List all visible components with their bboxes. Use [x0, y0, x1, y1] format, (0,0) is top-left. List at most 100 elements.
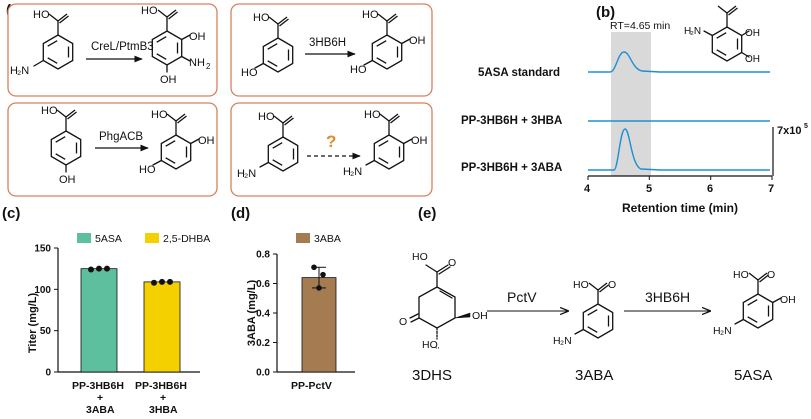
svg-text:HO: HO — [573, 279, 589, 291]
replicate-point-c — [159, 278, 165, 285]
legend-label-3aba: 3ABA — [314, 233, 341, 245]
replicate-point-d — [316, 285, 322, 291]
unknown-enzyme-question: ? — [326, 132, 336, 151]
panel-b-label: (b) — [596, 4, 615, 21]
compound-label-5asa: 5ASA — [734, 367, 772, 384]
svg-text:₂N: ₂N — [720, 325, 732, 337]
legend-label-5asa: 5ASA — [95, 233, 122, 245]
x-axis-label-b: Retention time (min) — [622, 201, 738, 215]
structure-5asa-e: HO O OH H ₂N — [713, 269, 796, 337]
rt-label: RT=4.65 min — [610, 20, 670, 32]
x-tick-7: 7 — [768, 183, 774, 195]
category-label-d: PP-PctV — [291, 380, 332, 392]
svg-text:HO: HO — [241, 67, 258, 79]
structure-3dhs: HO O O OH HO ,, — [399, 251, 488, 351]
svg-text:OH: OH — [745, 28, 760, 39]
y-tick-label-c: 0 — [45, 368, 51, 379]
svg-text:OH: OH — [780, 294, 796, 306]
enzyme-label-3hb6h-e: 3HB6H — [645, 289, 690, 305]
bar-5ASA — [80, 268, 118, 373]
y-tick-label-d: 0.6 — [256, 279, 270, 290]
svg-text:HO: HO — [141, 5, 158, 17]
svg-text:₂N: ₂N — [17, 65, 29, 77]
enzyme-label-pctv: PctV — [507, 289, 537, 305]
replicate-point-c — [151, 279, 157, 286]
y-tick-label-d: 0.8 — [256, 250, 270, 261]
svg-text:O: O — [608, 279, 616, 291]
svg-text:2: 2 — [206, 62, 211, 71]
svg-text:₂N: ₂N — [350, 166, 362, 178]
y-tick-label-d: 0.4 — [256, 309, 270, 320]
svg-text:NH: NH — [189, 57, 205, 69]
structure-4-hydroxybenzoic-acid: HO OH — [41, 105, 82, 186]
y-axis-label-d: 3ABA (mg/L) — [246, 280, 258, 347]
svg-text:HO: HO — [139, 164, 156, 176]
structure-3-aba-query: HO H ₂N — [237, 111, 299, 180]
svg-text:OH: OH — [409, 35, 426, 47]
svg-text:HO: HO — [364, 109, 381, 121]
svg-text:HO: HO — [41, 105, 58, 117]
svg-text:OH: OH — [198, 135, 215, 147]
svg-text:OH: OH — [59, 174, 76, 186]
rt-highlight-band — [611, 32, 651, 176]
svg-text:HO: HO — [362, 9, 379, 21]
compound-label-3dhs: 3DHS — [412, 367, 452, 384]
category-label-c1-line3: 3ABA — [86, 404, 115, 416]
category-label-c2-line3: 3HBA — [149, 404, 178, 416]
structure-5asa-a: HO OH H ₂N — [343, 109, 428, 178]
structure-3-hydroxybenzoic-acid: HO HO — [241, 12, 294, 79]
category-label-c2-line2: + — [160, 392, 166, 404]
svg-text:₂N: ₂N — [560, 335, 572, 347]
structure-2-5-dhba-b: HO OH HO — [139, 109, 215, 176]
replicate-point-c — [96, 265, 102, 272]
reaction-box-2 — [230, 3, 433, 97]
svg-text:₂N: ₂N — [690, 26, 701, 37]
svg-text:5: 5 — [804, 123, 808, 130]
reaction-box-1 — [7, 3, 218, 97]
svg-text:HO: HO — [733, 269, 749, 281]
structure-product-1: HO OH NH 2 OH — [141, 5, 211, 86]
svg-text:HO: HO — [33, 9, 50, 21]
svg-text:HO: HO — [258, 111, 275, 123]
trace-label-3aba: PP-3HB6H + 3ABA — [461, 162, 562, 174]
panel-d-label: (d) — [231, 205, 250, 222]
x-tick-5: 5 — [646, 183, 652, 195]
svg-text:OH: OH — [411, 135, 428, 147]
replicate-point-c — [104, 265, 110, 272]
svg-text:OH: OH — [745, 54, 760, 65]
svg-text:OH: OH — [160, 74, 177, 86]
svg-text:HO: HO — [151, 109, 168, 121]
category-label-c1-line2: + — [97, 392, 103, 404]
bar-3aba — [301, 277, 337, 373]
svg-text:H: H — [343, 166, 351, 178]
svg-text:O: O — [448, 257, 456, 269]
bar-2,5-DHBA — [143, 281, 181, 373]
enzyme-label-crel-ptmb3: CreL/PtmB3 — [91, 41, 154, 53]
compound-label-3aba: 3ABA — [575, 367, 613, 384]
replicate-point-d — [320, 271, 326, 278]
svg-text:HO: HO — [422, 339, 438, 351]
reaction-box-4 — [230, 102, 433, 197]
legend-swatch-5asa — [77, 233, 91, 243]
trace-label-3hba: PP-3HB6H + 3HBA — [461, 115, 562, 127]
replicate-point-d — [311, 264, 317, 271]
legend-swatch-dhba — [145, 233, 159, 243]
y-tick-label-c: 50 — [40, 326, 52, 337]
y-axis-label-c: Titer (mg/L) — [27, 293, 39, 354]
legend-label-dhba: 2,5-DHBA — [163, 233, 210, 245]
svg-text:O: O — [399, 316, 407, 328]
y-tick-label-c: 150 — [34, 244, 51, 255]
legend-swatch-3aba — [296, 233, 310, 243]
structure-5asa-b: OH OH H ₂N — [684, 5, 760, 65]
svg-text:O: O — [767, 269, 775, 281]
structure-3aba-e: HO O H ₂N — [553, 279, 616, 347]
category-label-c2-line1: PP-3HB6H — [135, 380, 187, 392]
chromatogram-trace-3aba — [588, 128, 770, 171]
y-tick-label-d: 0.0 — [256, 368, 270, 379]
svg-text:₂N: ₂N — [244, 168, 256, 180]
svg-text:H: H — [713, 325, 721, 337]
replicate-point-c — [167, 278, 173, 285]
panel-c-label: (c) — [2, 205, 20, 222]
